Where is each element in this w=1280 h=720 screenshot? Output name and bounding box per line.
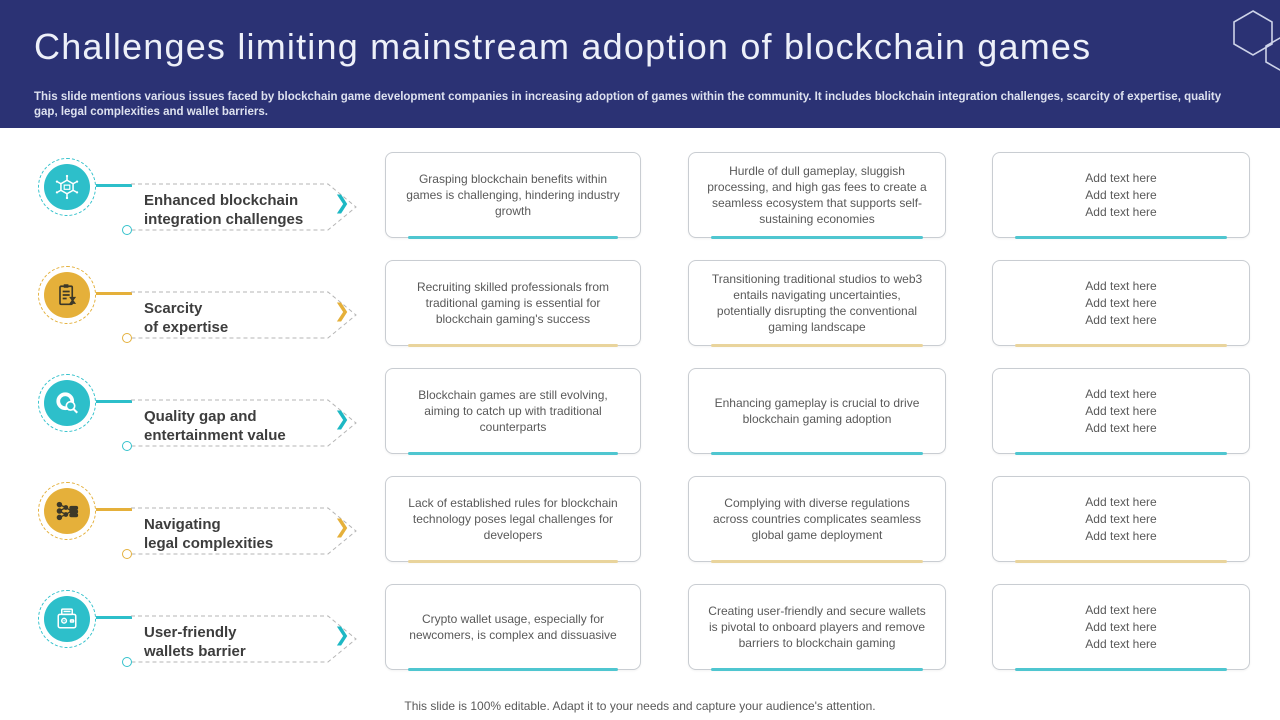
blockchain-network-icon bbox=[44, 164, 90, 210]
add-text-placeholder-box[interactable]: Add text here Add text here Add text her… bbox=[992, 152, 1250, 239]
node-dot bbox=[122, 657, 132, 667]
challenge-text-box: Crypto wallet usage, especially for newc… bbox=[385, 584, 641, 671]
challenge-text-box: Enhancing gameplay is crucial to drive b… bbox=[688, 368, 946, 455]
chevron-right-icon: ❯ bbox=[334, 516, 350, 538]
chevron-right-icon: ❯ bbox=[334, 300, 350, 322]
add-text-placeholder-box[interactable]: Add text here Add text here Add text her… bbox=[992, 260, 1250, 347]
connector-line bbox=[96, 400, 132, 403]
label-banner-outline bbox=[131, 183, 357, 231]
connector-line bbox=[96, 292, 132, 295]
connector-line bbox=[96, 508, 132, 511]
wallet-icon bbox=[44, 596, 90, 642]
challenge-text-box: Transitioning traditional studios to web… bbox=[688, 260, 946, 347]
legal-hierarchy-icon bbox=[44, 488, 90, 534]
chevron-right-icon: ❯ bbox=[334, 192, 350, 214]
hexagon-logo-icon bbox=[1220, 4, 1280, 72]
node-dot bbox=[122, 549, 132, 559]
node-dot bbox=[122, 333, 132, 343]
icon-badge bbox=[38, 266, 96, 324]
challenge-text-box: Complying with diverse regulations acros… bbox=[688, 476, 946, 563]
slide-header: Challenges limiting mainstream adoption … bbox=[0, 0, 1280, 128]
connector-line bbox=[96, 184, 132, 187]
node-dot bbox=[122, 225, 132, 235]
add-text-placeholder-box[interactable]: Add text here Add text here Add text her… bbox=[992, 368, 1250, 455]
connector-line bbox=[96, 616, 132, 619]
quality-search-icon bbox=[44, 380, 90, 426]
challenge-text-box: Recruiting skilled professionals from tr… bbox=[385, 260, 641, 347]
node-dot bbox=[122, 441, 132, 451]
icon-badge bbox=[38, 482, 96, 540]
editable-note: This slide is 100% editable. Adapt it to… bbox=[404, 699, 876, 713]
icon-badge bbox=[38, 158, 96, 216]
page-title: Challenges limiting mainstream adoption … bbox=[34, 26, 1092, 67]
label-banner-outline bbox=[131, 507, 357, 555]
label-banner-outline bbox=[131, 399, 357, 447]
challenge-text-box: Lack of established rules for blockchain… bbox=[385, 476, 641, 563]
challenge-text-box: Blockchain games are still evolving, aim… bbox=[385, 368, 641, 455]
chevron-right-icon: ❯ bbox=[334, 408, 350, 430]
add-text-placeholder-box[interactable]: Add text here Add text here Add text her… bbox=[992, 584, 1250, 671]
add-text-placeholder-box[interactable]: Add text here Add text here Add text her… bbox=[992, 476, 1250, 563]
label-banner-outline bbox=[131, 615, 357, 663]
icon-badge bbox=[38, 374, 96, 432]
expertise-clipboard-icon bbox=[44, 272, 90, 318]
slide-subtitle: This slide mentions various issues faced… bbox=[34, 91, 1222, 118]
challenge-text-box: Grasping blockchain benefits within game… bbox=[385, 152, 641, 239]
label-banner-outline bbox=[131, 291, 357, 339]
challenge-text-box: Hurdle of dull gameplay, sluggish proces… bbox=[688, 152, 946, 239]
icon-badge bbox=[38, 590, 96, 648]
challenge-text-box: Creating user-friendly and secure wallet… bbox=[688, 584, 946, 671]
chevron-right-icon: ❯ bbox=[334, 624, 350, 646]
